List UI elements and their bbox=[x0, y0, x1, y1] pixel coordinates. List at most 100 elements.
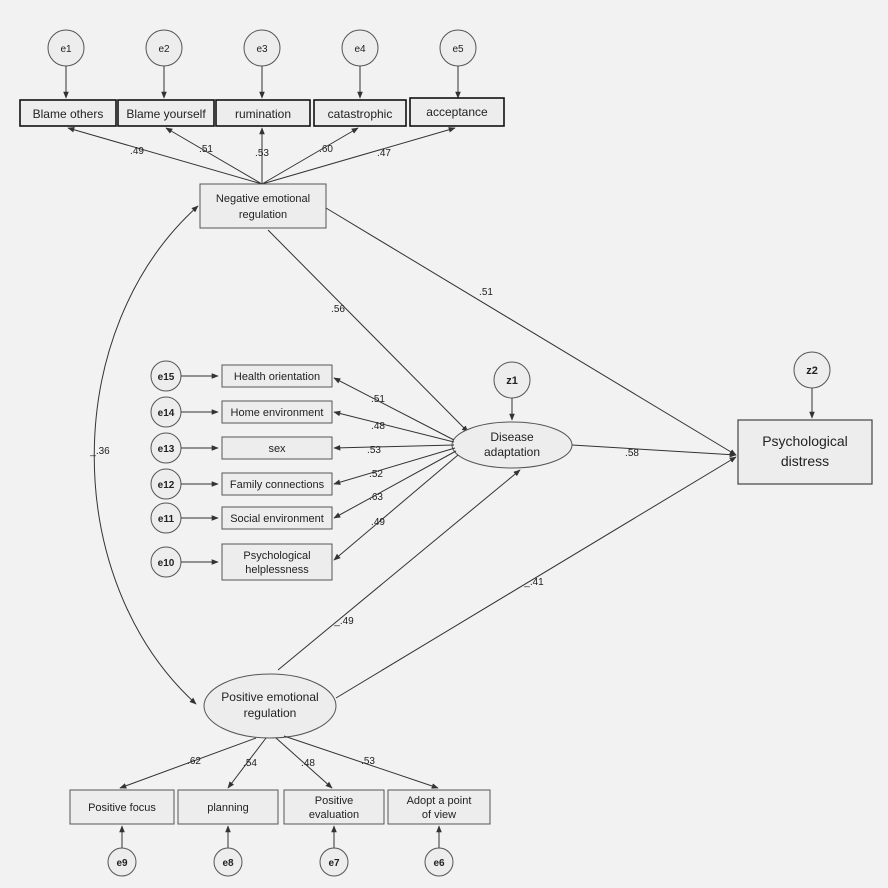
error-e14-label: e14 bbox=[158, 408, 175, 419]
indicator-positive-focus-label: Positive focus bbox=[88, 802, 156, 814]
indicator-rumination: rumination bbox=[215, 99, 311, 127]
loading-planning: .54 bbox=[243, 758, 257, 769]
indicator-health-orientation-label: Health orientation bbox=[234, 371, 320, 383]
indicator-positive-focus: Positive focus bbox=[69, 789, 175, 825]
construct-distress-label-line2: distress bbox=[781, 453, 829, 469]
error-e13: e13 bbox=[150, 432, 182, 464]
error-e8: e8 bbox=[213, 847, 243, 877]
indicator-blame-others-label: Blame others bbox=[33, 107, 104, 121]
error-z2: z2 bbox=[793, 351, 831, 389]
indicator-health-orientation: Health orientation bbox=[221, 364, 333, 388]
indicator-catastrophic-label: catastrophic bbox=[328, 107, 393, 121]
indicator-family-connections-label: Family connections bbox=[230, 479, 325, 491]
error-e7-label: e7 bbox=[328, 858, 340, 869]
construct-negative-label-line1: Negative emotional bbox=[216, 193, 310, 205]
error-e11: e11 bbox=[150, 502, 182, 534]
loading-blame-others: .49 bbox=[130, 146, 144, 157]
path-positive-to-distress-value: _.41 bbox=[523, 577, 544, 588]
path-positive-to-adaptation bbox=[277, 469, 521, 671]
loading-social-environment: .63 bbox=[369, 492, 383, 503]
error-e6-label: e6 bbox=[433, 858, 445, 869]
error-e2: e2 bbox=[145, 29, 183, 67]
path-negative-to-distress-value: .51 bbox=[479, 287, 493, 298]
indicator-adopt-point-of-view: Adopt a point of view bbox=[387, 789, 491, 825]
path-adaptation-to-distress bbox=[571, 444, 737, 458]
error-e7: e7 bbox=[319, 847, 349, 877]
loading-line-home-environment bbox=[333, 410, 455, 443]
path-negative-to-adaptation-value: .56 bbox=[331, 304, 345, 315]
error-e10: e10 bbox=[150, 546, 182, 578]
loading-line-adopt-point bbox=[283, 735, 439, 789]
indicator-social-environment-label: Social environment bbox=[230, 513, 324, 525]
error-z1: z1 bbox=[493, 361, 531, 399]
construct-psychological-distress: Psychological distress bbox=[737, 419, 873, 485]
indicator-home-environment-label: Home environment bbox=[231, 407, 324, 419]
error-e5: e5 bbox=[439, 29, 477, 67]
loading-line-planning bbox=[227, 737, 267, 789]
loading-rumination: .53 bbox=[255, 148, 269, 159]
loading-helplessness: .49 bbox=[371, 517, 385, 528]
error-e15-label: e15 bbox=[158, 372, 175, 383]
loading-line-acceptance bbox=[261, 127, 456, 185]
indicator-adopt-point-line2: of view bbox=[422, 809, 456, 821]
error-e6: e6 bbox=[424, 847, 454, 877]
error-e4-label: e4 bbox=[354, 44, 366, 55]
path-positive-to-distress bbox=[335, 456, 737, 699]
error-e12: e12 bbox=[150, 468, 182, 500]
loading-line-blame-yourself bbox=[165, 127, 263, 185]
construct-positive-emotional-regulation: Positive emotional regulation bbox=[203, 673, 337, 739]
indicator-blame-yourself-label: Blame yourself bbox=[126, 107, 206, 121]
covariance-value: _.36 bbox=[89, 446, 110, 457]
construct-adaptation-label-line1: Disease bbox=[490, 430, 534, 444]
error-e8-label: e8 bbox=[222, 858, 234, 869]
indicator-positive-evaluation: Positive evaluation bbox=[283, 789, 385, 825]
error-e13-label: e13 bbox=[158, 444, 175, 455]
error-e3: e3 bbox=[243, 29, 281, 67]
loading-catastrophic: .60 bbox=[319, 144, 333, 155]
loading-line-positive-focus bbox=[119, 737, 257, 789]
indicator-catastrophic: catastrophic bbox=[313, 99, 407, 127]
indicator-helplessness-label-line1: Psychological bbox=[243, 550, 310, 562]
loading-line-health-orientation bbox=[333, 377, 455, 441]
loading-line-positive-evaluation bbox=[275, 737, 333, 789]
construct-disease-adaptation: Disease adaptation bbox=[451, 421, 573, 469]
loading-positive-evaluation: .48 bbox=[301, 758, 315, 769]
loading-line-social-environment bbox=[333, 450, 457, 519]
path-adaptation-to-distress-value: .58 bbox=[625, 448, 639, 459]
indicator-helplessness-label-line2: helplessness bbox=[245, 564, 309, 576]
error-e4: e4 bbox=[341, 29, 379, 67]
error-e10-label: e10 bbox=[158, 558, 175, 569]
loading-line-catastrophic bbox=[261, 127, 359, 185]
loading-adopt-point: .53 bbox=[361, 756, 375, 767]
loading-family-connections: .52 bbox=[369, 469, 383, 480]
indicator-family-connections: Family connections bbox=[221, 472, 333, 496]
loading-line-sex bbox=[333, 444, 455, 451]
indicator-acceptance-label: acceptance bbox=[426, 105, 488, 119]
error-z2-label: z2 bbox=[806, 365, 818, 377]
indicator-blame-yourself: Blame yourself bbox=[117, 99, 215, 127]
construct-positive-label-line1: Positive emotional bbox=[221, 690, 318, 704]
loading-line-helplessness bbox=[333, 454, 459, 561]
error-e5-label: e5 bbox=[452, 44, 464, 55]
loading-positive-focus: .62 bbox=[187, 756, 201, 767]
loading-blame-yourself: .51 bbox=[199, 144, 213, 155]
construct-adaptation-label-line2: adaptation bbox=[484, 445, 540, 459]
indicator-rumination-label: rumination bbox=[235, 107, 291, 121]
error-e9: e9 bbox=[107, 847, 137, 877]
indicator-social-environment: Social environment bbox=[221, 506, 333, 530]
error-e3-label: e3 bbox=[256, 44, 268, 55]
error-e1-label: e1 bbox=[60, 44, 72, 55]
path-negative-to-distress bbox=[325, 207, 737, 456]
loading-health-orientation: .51 bbox=[371, 394, 385, 405]
path-negative-to-adaptation bbox=[267, 229, 469, 433]
indicator-positive-evaluation-line1: Positive bbox=[315, 795, 354, 807]
indicator-psychological-helplessness: Psychological helplessness bbox=[221, 543, 333, 581]
construct-negative-emotional-regulation: Negative emotional regulation bbox=[199, 183, 327, 229]
indicator-acceptance: acceptance bbox=[409, 97, 505, 127]
error-e15: e15 bbox=[150, 360, 182, 392]
construct-distress-label-line1: Psychological bbox=[762, 433, 848, 449]
indicator-sex-label: sex bbox=[268, 443, 286, 455]
error-e1: e1 bbox=[47, 29, 85, 67]
